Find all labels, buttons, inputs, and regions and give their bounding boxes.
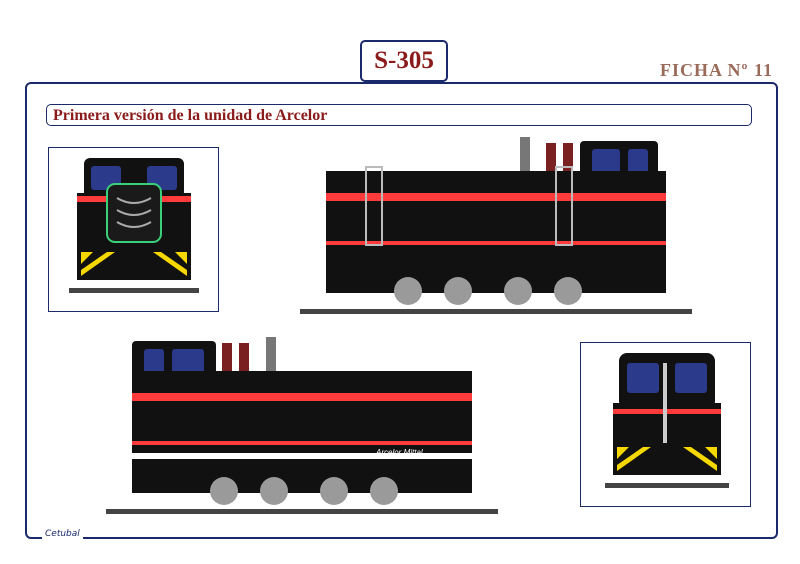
side-view-left-panel: Arcelor Mittal: [104, 333, 500, 523]
locomotive-front-view: [69, 158, 199, 293]
section-title: Primera versión de la unidad de Arcelor: [46, 104, 752, 126]
sheet-number: FICHA Nº 11: [660, 60, 773, 80]
locomotive-side-view-left: Arcelor Mittal: [106, 337, 498, 514]
side-view-right-panel: Arcelor Mittal: [298, 133, 694, 323]
locomotive-side-view-right: Arcelor Mittal: [300, 137, 692, 314]
sheet-frame: [25, 82, 778, 539]
front-view-panel: [48, 147, 219, 312]
rear-view-panel: [580, 342, 751, 507]
locomotive-rear-view: [605, 353, 729, 488]
model-title: S-305: [360, 40, 448, 82]
brand-logo-bottom: Arcelor Mittal: [375, 448, 423, 457]
author-credit: Cetubal: [42, 529, 83, 539]
model-title-text: S-305: [374, 47, 434, 74]
